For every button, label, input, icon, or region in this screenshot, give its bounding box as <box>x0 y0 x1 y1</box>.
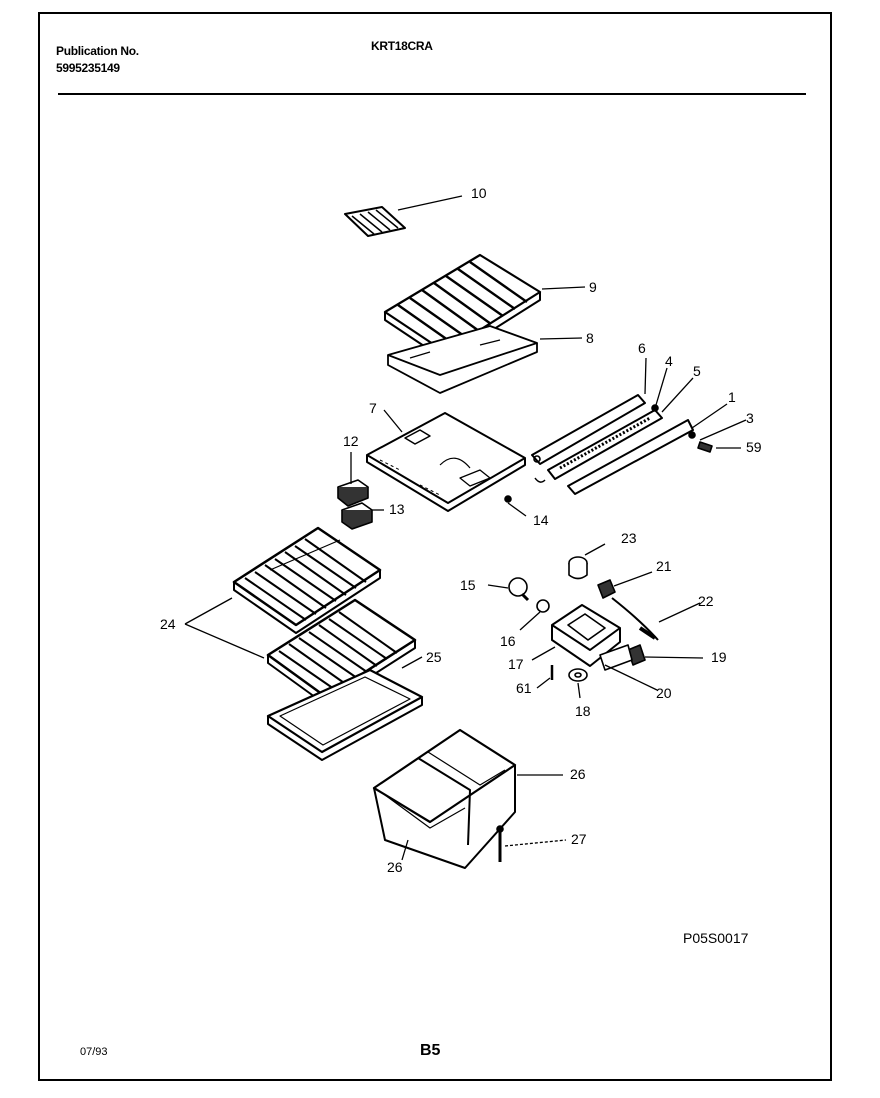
page-code: B5 <box>420 1042 441 1059</box>
publication-date: 07/93 <box>80 1046 108 1058</box>
part-10-grille <box>344 206 406 237</box>
part-23-knob <box>568 556 588 580</box>
callout-21: 21 <box>656 558 672 574</box>
callout-14: 14 <box>533 512 549 528</box>
callout-18: 18 <box>575 703 591 719</box>
part-59-screw <box>697 441 713 453</box>
callout-23: 23 <box>621 530 637 546</box>
callout-26-upper: 26 <box>570 766 586 782</box>
part-15-bulb <box>508 577 530 602</box>
part-14-fastener <box>504 495 512 503</box>
part-6-rail <box>531 394 646 465</box>
figure-code: P05S0017 <box>683 930 749 946</box>
callout-26-lower: 26 <box>387 859 403 875</box>
part-1-rail <box>567 419 694 495</box>
callout-4: 4 <box>665 353 673 369</box>
leader-lines <box>184 195 747 861</box>
callout-16: 16 <box>500 633 516 649</box>
part-26-crisper-drawers <box>372 728 517 869</box>
page-frame <box>38 12 832 1081</box>
callout-59: 59 <box>746 439 762 455</box>
callout-labels: 10 9 8 7 12 13 14 6 4 5 1 3 59 23 21 22 … <box>160 185 762 875</box>
callout-6: 6 <box>638 340 646 356</box>
callout-22: 22 <box>698 593 714 609</box>
model-number: KRT18CRA <box>371 39 433 53</box>
callout-15: 15 <box>460 577 476 593</box>
callout-17: 17 <box>508 656 524 672</box>
callout-5: 5 <box>693 363 701 379</box>
callout-25: 25 <box>426 649 442 665</box>
part-8-pan <box>387 325 538 394</box>
part-12-block <box>337 479 369 507</box>
part-20-bracket <box>599 644 633 671</box>
part-21-switch <box>597 579 616 599</box>
callout-1: 1 <box>728 389 736 405</box>
header-rule <box>58 93 806 95</box>
part-25-glass-shelf <box>266 668 424 761</box>
callout-27: 27 <box>571 831 587 847</box>
callout-3: 3 <box>746 410 754 426</box>
part-18-nut <box>568 668 588 682</box>
part-3-washer <box>688 431 696 439</box>
part-22-wire <box>611 597 659 641</box>
callout-19: 19 <box>711 649 727 665</box>
callout-8: 8 <box>586 330 594 346</box>
part-16-socket <box>536 599 550 613</box>
part-13-block <box>341 502 373 530</box>
part-24-upper-shelf <box>232 526 382 634</box>
callout-20: 20 <box>656 685 672 701</box>
callout-7: 7 <box>369 400 377 416</box>
callout-13: 13 <box>389 501 405 517</box>
publication-number: 5995235149 <box>56 61 120 75</box>
part-4-washer <box>651 404 659 412</box>
part-5-coil-rod <box>547 409 663 480</box>
part-17-housing <box>551 604 621 667</box>
callout-10: 10 <box>471 185 487 201</box>
callout-61: 61 <box>516 680 532 696</box>
callout-24: 24 <box>160 616 176 632</box>
publication-label: Publication No. <box>56 44 139 58</box>
callout-9: 9 <box>589 279 597 295</box>
part-27-pin <box>496 825 504 862</box>
part-7-tray <box>366 412 526 512</box>
callout-12: 12 <box>343 433 359 449</box>
